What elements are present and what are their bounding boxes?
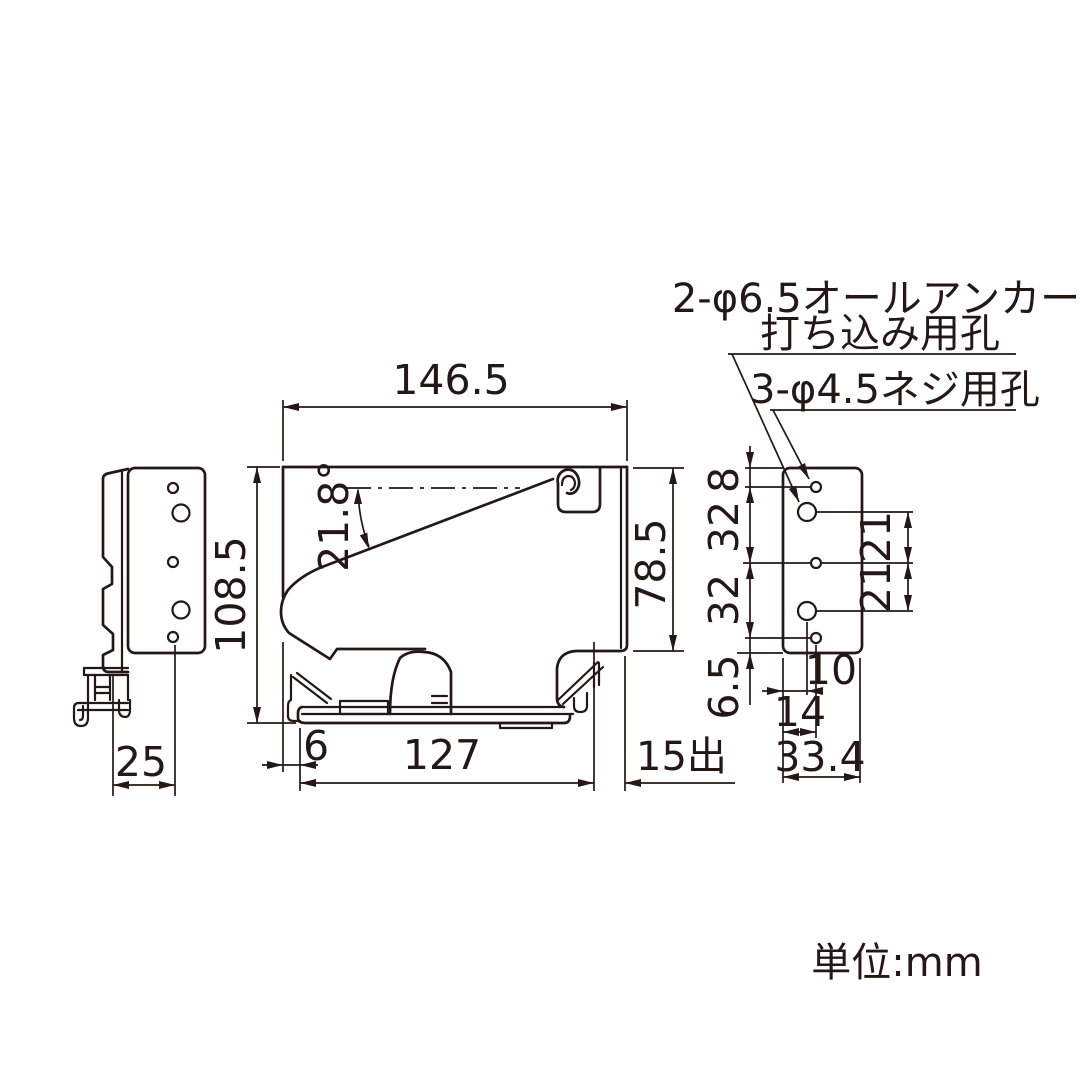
- front-tray-bottom-tab: [498, 721, 554, 730]
- anchor-hole-leader-line: [731, 353, 800, 503]
- clamp-body: [86, 673, 130, 702]
- arrow-left: [300, 761, 316, 769]
- arrow-down: [904, 547, 912, 563]
- arrow-right: [844, 773, 860, 781]
- plate-anchor-inset-text: 10: [805, 646, 857, 694]
- plate-bottom-margin-text: 6.5: [700, 654, 748, 719]
- front-right-flange-outer: [555, 465, 629, 709]
- front-view: 146.5 108.5 21.8° 78.5 6 127 15出: [207, 356, 735, 791]
- plate-screw-hole-mid: [809, 556, 823, 570]
- side-plate-outline: [126, 466, 207, 655]
- plate-outline: [781, 466, 864, 655]
- side-flange-edge: [101, 467, 130, 674]
- arrow-left: [807, 687, 823, 695]
- clamp-top-bar: [82, 666, 130, 677]
- arrow-up: [669, 468, 677, 484]
- plate-pitch-upper-text: 32: [700, 501, 748, 553]
- plate-top-margin-text: 8: [700, 467, 748, 493]
- side-screw-hole-bottom: [166, 630, 180, 644]
- clamp-hook: [72, 698, 90, 728]
- arrow-up: [354, 488, 362, 504]
- side-depth-dim-text: 25: [115, 738, 167, 786]
- clamp-foot: [117, 698, 132, 719]
- front-width-dim-text: 146.5: [392, 356, 509, 404]
- plate-screw-hole-top: [809, 480, 823, 494]
- plate-anchor-hole-top: [796, 501, 818, 523]
- side-anchor-hole-bottom: [171, 600, 191, 620]
- clamp-base-lines: [76, 701, 130, 712]
- arrow-right: [578, 779, 594, 787]
- arrow-left: [113, 781, 129, 789]
- side-anchor-hole-top: [171, 503, 191, 523]
- plate-left-ext-lines: [737, 467, 913, 654]
- clamp-hook-inner: [78, 704, 85, 722]
- anchor-hole-label-line1: 2-φ6.5オールアンカー: [672, 276, 1080, 322]
- arrow-down: [746, 547, 754, 563]
- arrow-down: [359, 532, 369, 549]
- front-diagonal-edge: [279, 477, 555, 661]
- arrow-up: [253, 467, 261, 483]
- arrow-down: [253, 707, 261, 723]
- front-right-height-dim-text: 78.5: [627, 518, 675, 609]
- arrow-up: [746, 653, 754, 669]
- plate-view: 8 32 32 6.5 21 21 10 14 33.4: [700, 446, 913, 783]
- front-height-dim-text: 108.5: [207, 536, 255, 653]
- side-screw-hole-mid: [166, 555, 180, 569]
- arrow-down: [746, 622, 754, 638]
- front-right-height-dim-lines: [633, 467, 684, 652]
- plate-anchor-pitch-lower-text: 21: [852, 561, 900, 613]
- arrow-left: [300, 779, 316, 787]
- plate-screw-hole-bottom: [809, 631, 823, 645]
- plate-width-dim-text: 33.4: [774, 733, 865, 781]
- front-hook-curl-inner: [560, 474, 577, 492]
- arrow-up: [904, 512, 912, 528]
- plate-anchor-hole-bottom: [796, 600, 818, 622]
- front-offset-dim-text: 6: [303, 722, 329, 770]
- callouts: 2-φ6.5オールアンカー 打ち込み用孔 3-φ4.5ネジ用孔: [672, 276, 1080, 503]
- arrow-right: [159, 781, 175, 789]
- plate-screw-inset-text: 14: [774, 688, 826, 736]
- front-angle-text: 21.8°: [310, 460, 358, 572]
- front-bottom-ext-lines: [282, 642, 626, 791]
- arrow-down: [746, 452, 754, 468]
- front-height-dim-lines: [247, 466, 296, 724]
- front-carriage-dome: [388, 650, 453, 716]
- arrow-up: [746, 563, 754, 579]
- arrow-left: [625, 779, 641, 787]
- plate-pitch-lower-text: 32: [700, 574, 748, 626]
- arrow-up: [904, 563, 912, 579]
- front-right-hook: [556, 660, 605, 706]
- arrow-right: [611, 403, 627, 411]
- arrow-right: [267, 761, 283, 769]
- front-projection-dim-text: 15出: [636, 734, 727, 780]
- plate-bottom-ext-lines: [782, 622, 861, 783]
- arrow-left: [783, 728, 799, 736]
- side-rail-clamp: [72, 666, 132, 728]
- arrow-left: [283, 403, 299, 411]
- front-hook-notch: [556, 466, 602, 514]
- side-screw-hole-top: [166, 481, 180, 495]
- arrow-up: [746, 487, 754, 503]
- arrow-left: [783, 773, 799, 781]
- screw-hole-label: 3-φ4.5ネジ用孔: [750, 367, 1040, 413]
- front-hook-curl-outer: [556, 468, 581, 496]
- front-right-hook-j: [572, 691, 589, 714]
- front-tray-clip: [338, 699, 390, 716]
- front-base-width-dim-text: 127: [403, 731, 481, 779]
- anchor-hole-label-line2: 打ち込み用孔: [760, 311, 1000, 357]
- front-width-dim-lines: [282, 400, 628, 461]
- front-carriage-tab: [430, 694, 449, 705]
- arrow-down: [904, 595, 912, 611]
- side-view: 25: [72, 466, 207, 796]
- plate-anchor-pitch-upper-text: 21: [852, 511, 900, 563]
- unit-note: 単位:mm: [811, 940, 982, 986]
- arrow-right: [800, 728, 816, 736]
- arrow-down: [669, 635, 677, 651]
- leader-arrow: [797, 462, 809, 479]
- leader-arrow: [788, 485, 799, 502]
- front-left-flap: [286, 671, 333, 723]
- arrow-right: [767, 687, 783, 695]
